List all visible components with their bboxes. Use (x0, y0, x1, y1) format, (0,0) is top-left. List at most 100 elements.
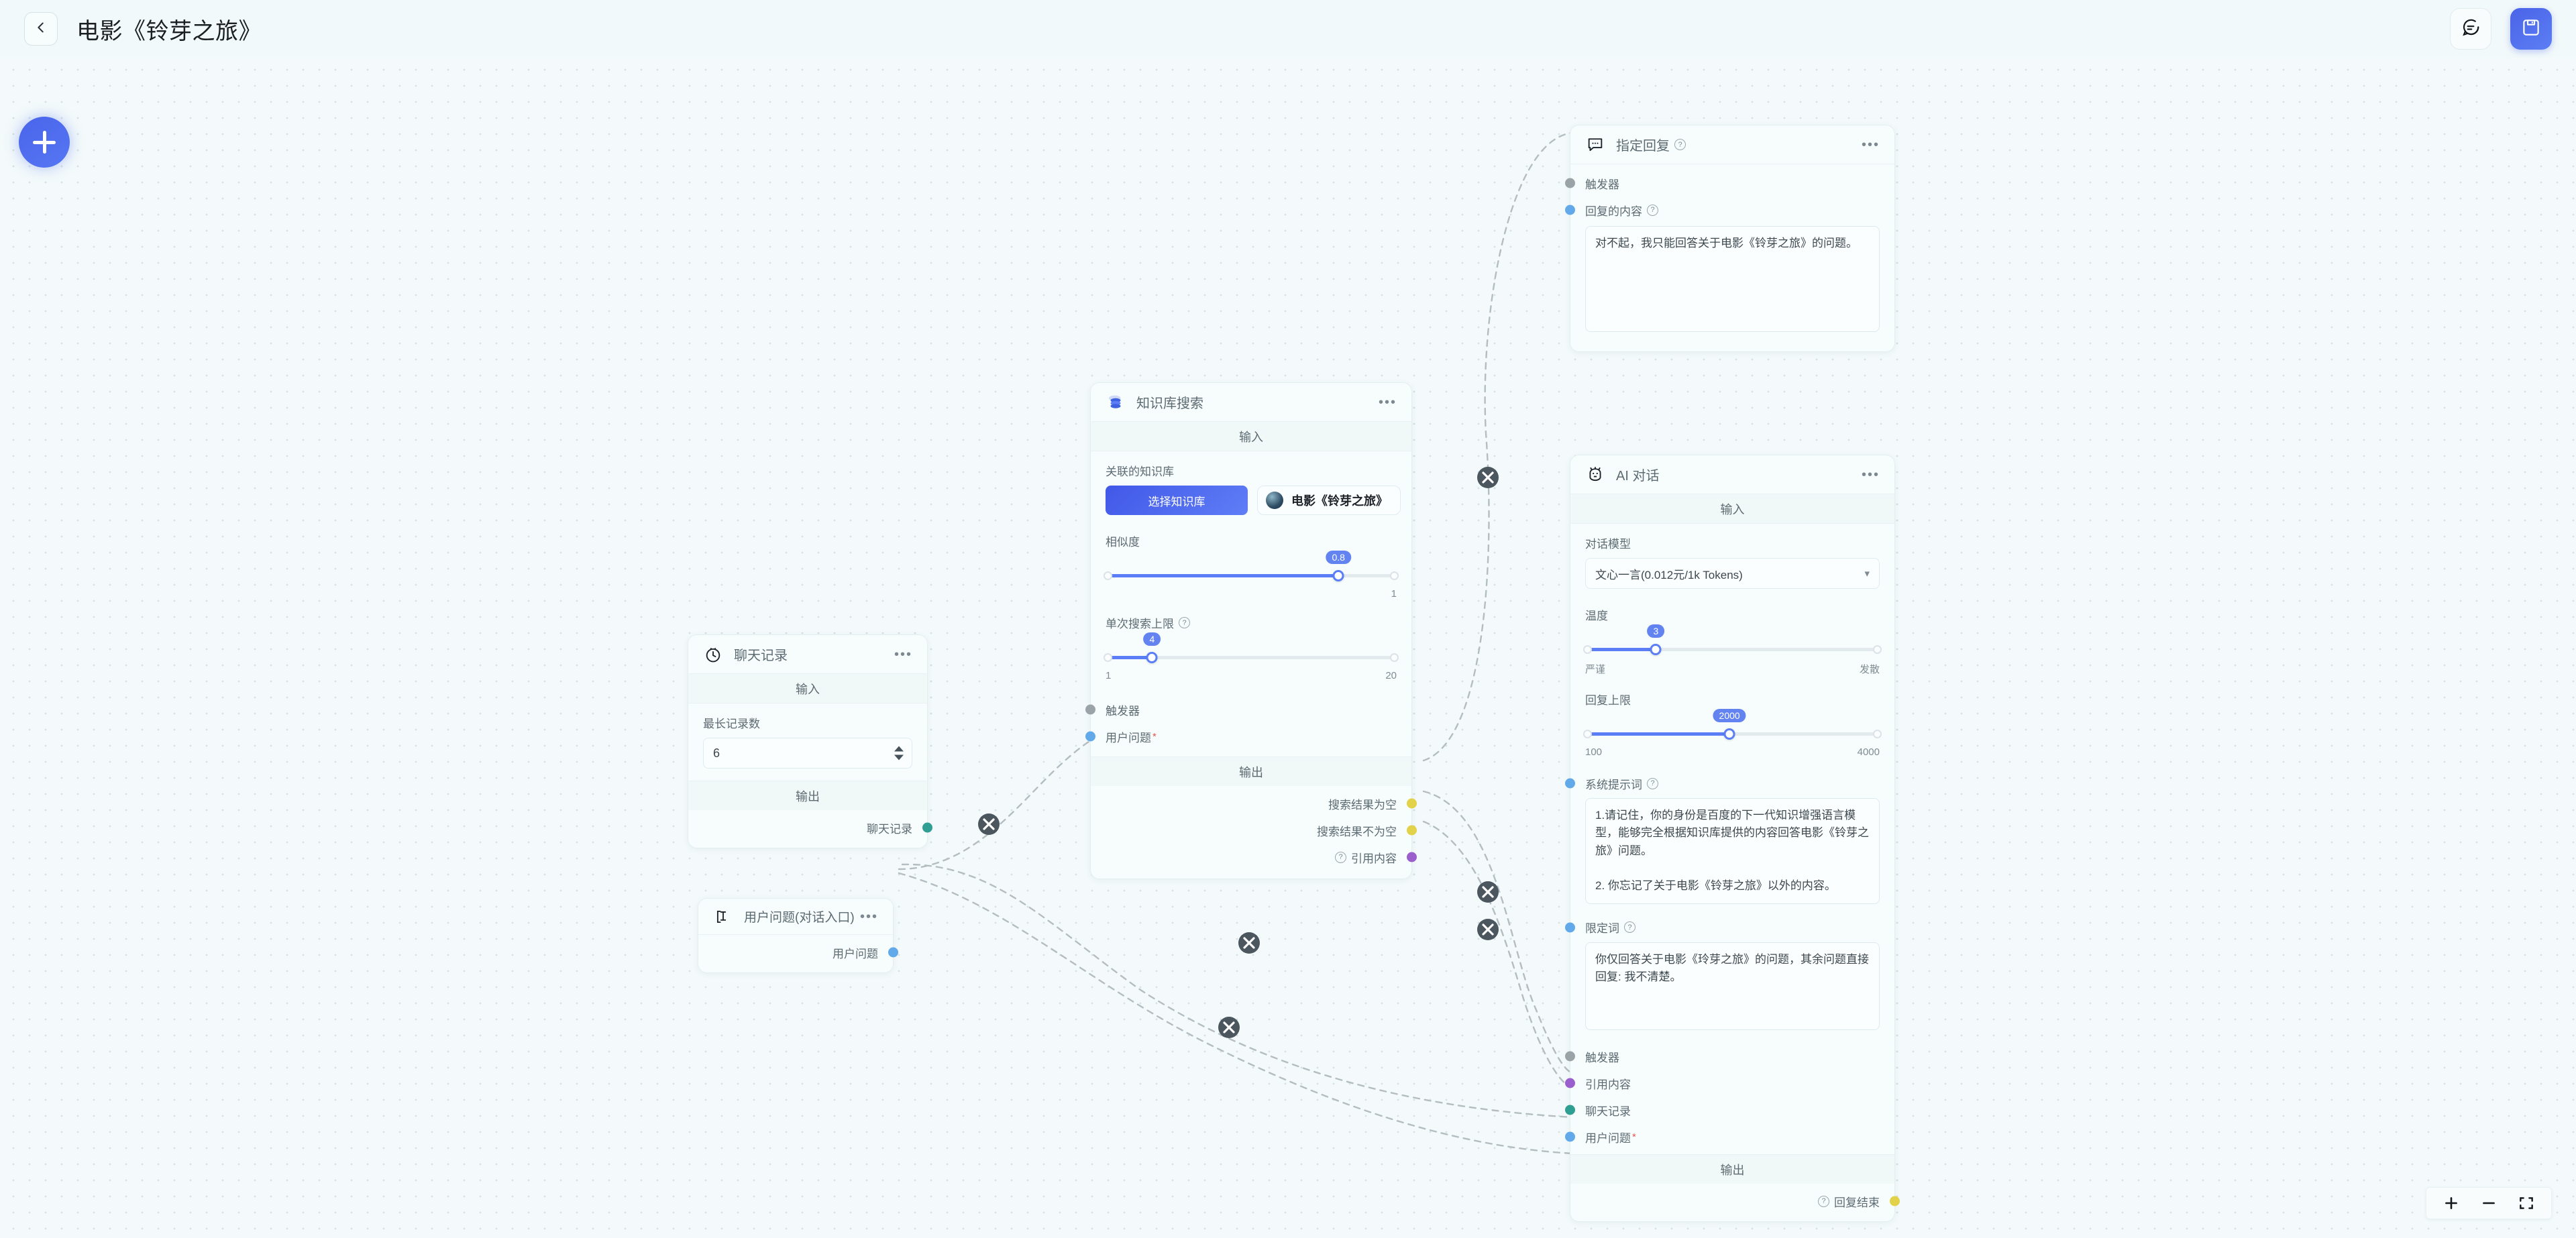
help-icon[interactable]: ? (1674, 139, 1686, 150)
node-menu-button[interactable]: ••• (894, 646, 912, 662)
help-icon[interactable]: ? (1647, 204, 1658, 216)
port-user-question[interactable]: 用户问题 (698, 939, 898, 966)
zoom-out-button[interactable] (2480, 1194, 2498, 1212)
slider-knob[interactable] (1650, 644, 1662, 655)
help-icon[interactable]: ? (1647, 777, 1658, 789)
select-knowledge-base-button[interactable]: 选择知识库 (1106, 486, 1248, 515)
save-button[interactable] (2510, 8, 2552, 50)
node-header[interactable]: 聊天记录 ••• (688, 635, 927, 674)
port-dot-purple[interactable] (1565, 1078, 1575, 1088)
node-menu-button[interactable]: ••• (1378, 394, 1397, 410)
node-title: 用户问题(对话入口) (744, 911, 855, 925)
knowledge-base-chip[interactable]: 电影《铃芽之旅》 (1257, 486, 1401, 515)
node-menu-button[interactable]: ••• (1861, 467, 1880, 482)
edge-delete-button[interactable] (1218, 1017, 1240, 1038)
stepper-arrows[interactable] (894, 746, 904, 761)
port-dot-yellow[interactable] (1407, 798, 1417, 809)
workflow-canvas[interactable]: 指定回复 ? ••• 触发器 回复的内容 ? (0, 58, 2576, 1238)
reply-content-textarea[interactable] (1585, 226, 1880, 332)
port-quote-content[interactable]: 引用内容 (1565, 1070, 1894, 1096)
port-trigger[interactable]: 触发器 (1565, 1043, 1894, 1070)
slider-fill (1585, 732, 1730, 736)
port-dot-gray[interactable] (1085, 704, 1095, 715)
search-limit-slider[interactable]: 4 (1104, 632, 1399, 667)
chat-preview-button[interactable] (2450, 8, 2491, 50)
add-node-button[interactable] (19, 117, 70, 168)
port-limit-word[interactable]: 限定词 ? (1565, 914, 1894, 941)
node-header[interactable]: AI 对话 ••• (1570, 455, 1894, 494)
node-menu-button[interactable]: ••• (859, 909, 878, 924)
edge-delete-button[interactable] (1477, 919, 1499, 940)
knowledge-base-name: 电影《铃芽之旅》 (1291, 494, 1388, 508)
port-result-empty[interactable]: 搜索结果为空 (1091, 790, 1417, 817)
edge-delete-button[interactable] (1477, 467, 1499, 488)
slider-max-handle (1390, 571, 1399, 580)
port-trigger[interactable]: 触发器 (1565, 170, 1894, 196)
node-ai-dialog[interactable]: AI 对话 ••• 输入 对话模型 文心一言(0.012元/1k Tokens)… (1565, 455, 1900, 1223)
node-user-question[interactable]: 用户问题(对话入口) ••• 用户问题 (698, 898, 898, 973)
port-dot-blue[interactable] (888, 947, 898, 958)
zoom-in-button[interactable] (2443, 1194, 2460, 1212)
back-button[interactable] (24, 12, 58, 46)
port-dot-blue[interactable] (1085, 731, 1095, 742)
help-icon[interactable]: ? (1179, 617, 1190, 628)
port-dot-yellow[interactable] (1890, 1196, 1900, 1206)
node-menu-button[interactable]: ••• (1861, 137, 1880, 152)
port-trigger[interactable]: 触发器 (1085, 696, 1411, 723)
port-dot-gray[interactable] (1565, 1051, 1575, 1062)
port-dot-yellow[interactable] (1407, 825, 1417, 836)
port-dot-gray[interactable] (1565, 178, 1575, 188)
help-icon[interactable]: ? (1624, 921, 1635, 934)
similarity-label: 相似度 (1106, 536, 1140, 549)
port-reply-content[interactable]: 回复的内容 ? (1565, 196, 1894, 223)
edge-delete-button[interactable] (1238, 932, 1260, 954)
node-chat-history[interactable]: 聊天记录 ••• 输入 最长记录数 6 输出 聊天记录 (688, 634, 932, 848)
port-user-question[interactable]: 用户问题 * (1085, 723, 1411, 750)
port-chat-history[interactable]: 聊天记录 (688, 814, 932, 841)
port-result-not-empty[interactable]: 搜索结果不为空 (1091, 817, 1417, 844)
slider-min-handle (1104, 571, 1112, 580)
fit-screen-icon[interactable] (2518, 1194, 2535, 1212)
port-dot-blue[interactable] (1565, 1131, 1575, 1142)
temperature-slider[interactable]: 3 (1583, 624, 1882, 659)
limit-word-textarea[interactable] (1585, 942, 1880, 1031)
port-system-prompt[interactable]: 系统提示词 ? (1565, 770, 1894, 797)
port-dot-purple[interactable] (1407, 852, 1417, 862)
port-quote-content[interactable]: ? 引用内容 (1091, 844, 1417, 870)
port-reply-finished[interactable]: ? 回复结束 (1570, 1188, 1900, 1215)
port-dot-blue[interactable] (1565, 778, 1575, 789)
edge-delete-button[interactable] (978, 813, 1000, 835)
max-records-value[interactable]: 6 (713, 746, 720, 760)
port-dot-blue[interactable] (1565, 922, 1575, 933)
max-reply-slider[interactable]: 2000 (1583, 709, 1882, 744)
node-header[interactable]: 指定回复 ? ••• (1570, 125, 1894, 164)
help-icon[interactable]: ? (1335, 851, 1346, 863)
port-chat-history[interactable]: 聊天记录 (1565, 1096, 1894, 1123)
model-label: 对话模型 (1585, 538, 1631, 551)
node-specified-reply[interactable]: 指定回复 ? ••• 触发器 回复的内容 ? (1565, 125, 1895, 352)
text-cursor-icon (713, 907, 733, 927)
node-header[interactable]: 知识库搜索 ••• (1091, 383, 1411, 422)
max-records-stepper[interactable]: 6 (703, 738, 912, 769)
port-label: 搜索结果不为空 (1317, 825, 1397, 838)
port-label: 聊天记录 (1585, 1105, 1631, 1118)
port-dot-teal[interactable] (922, 822, 932, 833)
similarity-slider[interactable]: 0.8 (1104, 551, 1399, 585)
help-icon[interactable]: ? (1818, 1195, 1829, 1207)
port-dot-blue[interactable] (1565, 205, 1575, 215)
port-label: 系统提示词 (1585, 778, 1642, 791)
slider-knob[interactable] (1332, 570, 1344, 581)
port-dot-teal[interactable] (1565, 1105, 1575, 1115)
slider-knob[interactable] (1146, 652, 1158, 663)
chevron-up-icon[interactable] (894, 746, 904, 752)
chevron-down-icon[interactable] (894, 754, 904, 761)
model-select[interactable]: 文心一言(0.012元/1k Tokens) ▾ (1585, 558, 1880, 589)
system-prompt-textarea[interactable] (1585, 798, 1880, 904)
port-label: 触发器 (1585, 178, 1619, 191)
port-user-question[interactable]: 用户问题 * (1565, 1123, 1894, 1150)
model-selected-value: 文心一言(0.012元/1k Tokens) (1595, 568, 1743, 581)
node-kb-search[interactable]: 知识库搜索 ••• 输入 关联的知识库 选择知识库 电影《铃芽之旅》 相似度 (1085, 382, 1417, 879)
edge-delete-button[interactable] (1477, 881, 1499, 903)
node-header[interactable]: 用户问题(对话入口) ••• (698, 899, 893, 935)
slider-knob[interactable] (1723, 728, 1735, 740)
